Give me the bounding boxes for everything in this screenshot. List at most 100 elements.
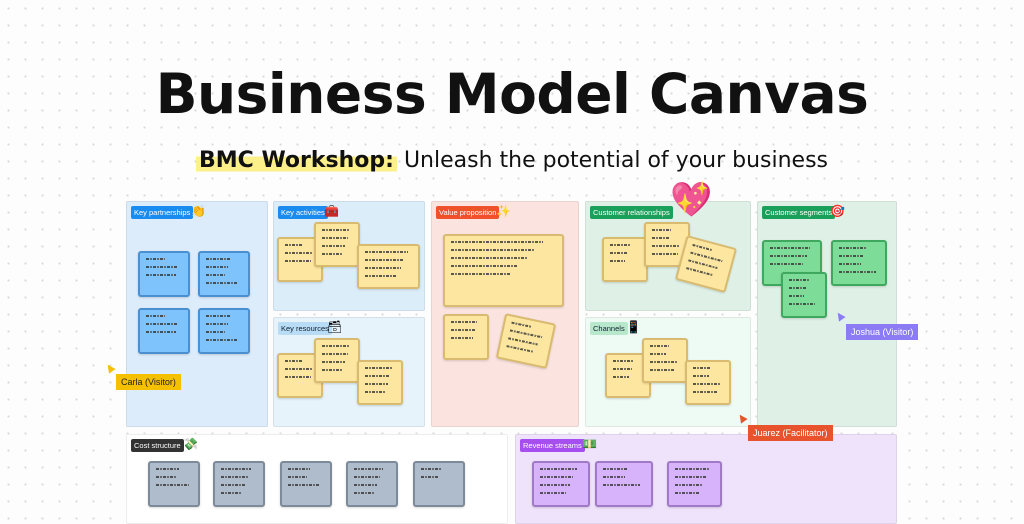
scribble-line	[285, 244, 303, 246]
subtitle-text: Unleash the potential of your business	[396, 148, 829, 173]
scribble-line	[839, 247, 868, 249]
sticky-note[interactable]	[532, 461, 590, 507]
scribble-line	[451, 241, 544, 243]
sticky-note[interactable]	[781, 272, 827, 318]
cursor-label-carla: Carla (Visitor)	[116, 374, 181, 390]
sticky-note[interactable]	[413, 461, 465, 507]
sticky-note[interactable]	[198, 308, 250, 354]
page-title: Business Model Canvas	[155, 62, 869, 126]
scribble-line	[610, 260, 626, 262]
scribble-line	[511, 321, 532, 328]
scribble-line	[322, 369, 343, 371]
scribble-line	[652, 245, 680, 247]
sticky-note[interactable]	[831, 240, 887, 286]
section-label: Key activities	[278, 206, 328, 219]
scribble-line	[613, 360, 634, 362]
sticky-note[interactable]	[357, 360, 403, 405]
sticky-note[interactable]	[443, 234, 564, 307]
sticky-note[interactable]	[280, 461, 332, 507]
scribble-line	[652, 229, 672, 231]
scribble-line	[206, 331, 225, 333]
section-customer-segments[interactable]: Customer segments 🎯	[757, 201, 897, 427]
section-label: Key partnerships	[131, 206, 194, 219]
sticky-note[interactable]	[602, 237, 648, 282]
handshake-icon: 👏	[191, 204, 206, 218]
scribble-line	[603, 476, 625, 478]
sticky-note[interactable]	[148, 461, 200, 507]
scribble-line	[650, 361, 678, 363]
sticky-note[interactable]	[595, 461, 653, 507]
scribble-line	[146, 274, 176, 276]
scribble-line	[613, 368, 632, 370]
scribble-line	[365, 375, 391, 377]
scribble-line	[650, 353, 667, 355]
scribble-line	[675, 476, 706, 478]
scribble-line	[451, 337, 473, 339]
scribble-line	[322, 361, 346, 363]
sticky-note[interactable]	[357, 244, 420, 289]
scribble-line	[221, 468, 251, 470]
scribble-line	[365, 275, 397, 277]
sticky-note[interactable]	[642, 338, 688, 383]
scribble-line	[509, 329, 543, 339]
scribble-line	[693, 383, 720, 385]
sticky-note[interactable]	[443, 314, 489, 360]
scribble-line	[770, 263, 804, 265]
scribble-line	[451, 257, 527, 259]
scribble-line	[322, 237, 348, 239]
scribble-line	[206, 339, 239, 341]
scribble-line	[221, 484, 246, 486]
section-label: Customer segments	[762, 206, 836, 219]
scribble-line	[540, 476, 574, 478]
scribble-line	[451, 329, 475, 331]
money-icon: 💸	[183, 437, 198, 451]
sticky-note[interactable]	[685, 360, 731, 405]
sticky-note[interactable]	[198, 251, 250, 297]
scribble-line	[507, 337, 538, 346]
scribble-line	[221, 492, 243, 494]
scribble-line	[354, 476, 381, 478]
sticky-note[interactable]	[213, 461, 265, 507]
scribble-line	[322, 345, 351, 347]
scribble-line	[839, 263, 861, 265]
scribble-line	[206, 274, 225, 276]
sticky-note[interactable]	[314, 222, 360, 267]
section-label: Value proposition	[436, 206, 500, 219]
scribble-line	[421, 468, 442, 470]
section-label: Key resources	[278, 322, 332, 335]
heart-icon: 💖	[670, 181, 713, 219]
scribble-line	[285, 368, 314, 370]
scribble-line	[839, 255, 865, 257]
cursor-label-juarez: Juarez (Facilitator)	[748, 425, 833, 441]
calculator-icon: 📱	[626, 320, 641, 334]
target-icon: 🎯	[830, 204, 845, 218]
scribble-line	[675, 492, 700, 494]
sticky-note[interactable]	[138, 251, 190, 297]
sticky-note[interactable]	[314, 338, 360, 383]
scribble-line	[451, 321, 478, 323]
scribble-line	[206, 315, 231, 317]
scribble-line	[288, 476, 307, 478]
scribble-line	[770, 255, 807, 257]
section-label: Cost structure	[131, 439, 184, 452]
scribble-line	[288, 468, 310, 470]
sticky-note[interactable]	[138, 308, 190, 354]
scribble-line	[451, 273, 510, 275]
scribble-line	[285, 376, 311, 378]
scribble-line	[603, 468, 629, 470]
scribble-line	[354, 468, 384, 470]
scribble-line	[146, 323, 179, 325]
scribble-line	[365, 267, 401, 269]
scribble-line	[540, 484, 570, 486]
scribble-line	[206, 282, 239, 284]
sticky-note[interactable]	[346, 461, 398, 507]
scribble-line	[365, 251, 409, 253]
scribble-line	[146, 331, 176, 333]
sticky-note[interactable]	[667, 461, 722, 507]
scribble-line	[686, 267, 713, 277]
section-label: Revenue streams	[520, 439, 585, 452]
scribble-line	[789, 295, 804, 297]
scribble-line	[540, 468, 577, 470]
scribble-line	[365, 367, 393, 369]
sticky-note[interactable]	[644, 222, 690, 267]
